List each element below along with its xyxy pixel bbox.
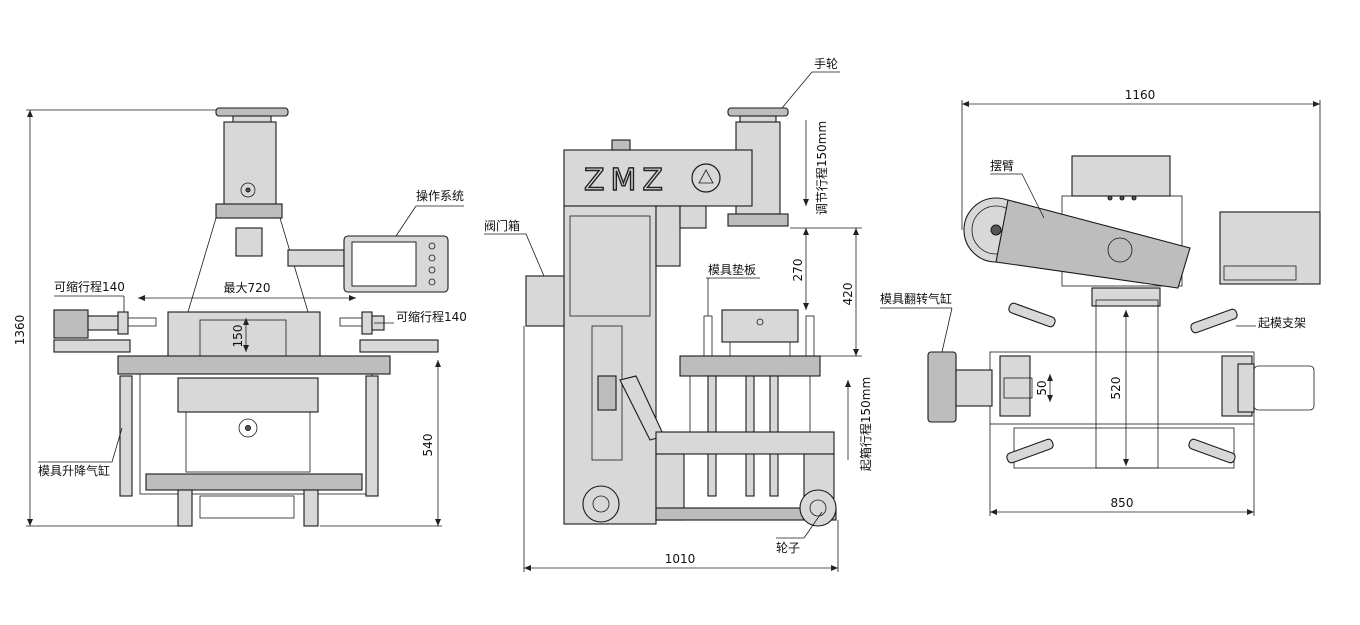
- valve-box: [525, 275, 565, 327]
- lift-stroke-label: 起箱行程150mm: [858, 377, 873, 471]
- wheel-right: [799, 489, 837, 527]
- handwheel-top-left: [215, 107, 289, 117]
- swing-arm: [995, 199, 1191, 289]
- adjust-stroke-label: 调节行程150mm: [814, 121, 829, 215]
- operation-system-label: 操作系统: [416, 188, 464, 203]
- dim-1360-label: 1360: [13, 315, 27, 346]
- dim-520-label: 520: [1109, 377, 1123, 400]
- wheel-label: 轮子: [776, 541, 800, 555]
- dim-270-label: 270: [791, 259, 805, 282]
- valve-box-label: 阀门箱: [484, 218, 520, 233]
- side-view: ZMZ 手轮: [484, 57, 873, 572]
- mold-pad-label: 模具垫板: [708, 262, 756, 277]
- bracket-3: [1006, 438, 1054, 464]
- dim-1010-label: 1010: [665, 552, 696, 566]
- dim-540-label: 540: [421, 434, 435, 457]
- left-stroke-label: 可缩行程140: [54, 279, 125, 294]
- handwheel-label: 手轮: [814, 57, 838, 71]
- handwheel-top-middle: [727, 107, 789, 117]
- dim-850-label: 850: [1111, 496, 1134, 510]
- logo-beam: [563, 149, 753, 207]
- bracket-label: 起模支架: [1258, 316, 1306, 330]
- dim-1160-label: 1160: [1125, 88, 1156, 102]
- logo-text: ZMZ: [584, 163, 669, 198]
- front-view: 1360 540 最大720 150 可缩行程140 可缩行程140 操作系统 …: [13, 107, 467, 527]
- max-720-label: 最大720: [224, 281, 271, 295]
- mold-lift-cylinder-label: 模具升降气缸: [38, 463, 110, 478]
- flip-cylinder: [927, 351, 957, 423]
- wheel-left: [582, 485, 620, 523]
- swing-arm-label: 摆臂: [990, 159, 1014, 173]
- mold-pad: [721, 309, 799, 343]
- bracket-4: [1188, 438, 1236, 464]
- top-view: 1160 摆臂 模具翻转气缸 起模支架 50 520 850: [880, 88, 1321, 516]
- bracket-2: [1190, 308, 1238, 334]
- dim-420-label: 420: [841, 283, 855, 306]
- dim-50-label: 50: [1035, 380, 1049, 395]
- right-stroke-label: 可缩行程140: [396, 309, 467, 324]
- flip-cylinder-label: 模具翻转气缸: [880, 291, 952, 306]
- adjust-column: [223, 121, 277, 209]
- bracket-1: [1008, 302, 1056, 328]
- dim-150-label: 150: [231, 325, 245, 348]
